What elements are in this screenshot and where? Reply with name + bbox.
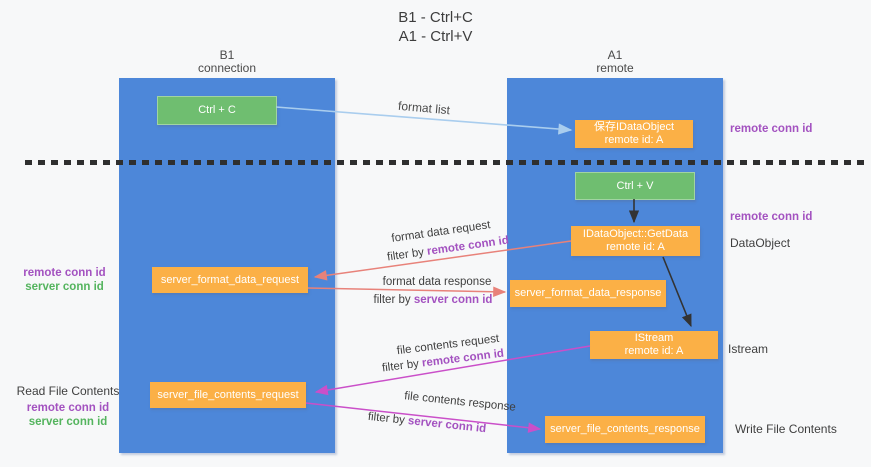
node-istream-line1: IStream [634,332,674,344]
node-ctrl-c-label: Ctrl + C [198,104,236,116]
node-server-format-data-response: server_format_data_response [510,280,666,307]
filter-by-text: filter by [381,357,423,375]
column-a1-name: A1 [607,48,623,62]
node-ctrl-v: Ctrl + V [575,172,695,200]
left-bottom-server-conn-id: server conn id [28,416,108,428]
node-getdata-line2: remote id: A [606,241,665,253]
node-istream: IStream remote id: A [590,331,718,359]
filter-by-text: filter by [386,245,428,264]
node-ctrl-c: Ctrl + C [157,96,277,125]
node-file-request-label: server_file_contents_request [157,388,299,401]
label-file-response-filter: filter by server conn id [367,411,486,435]
label-format-response-filter: filter by server conn id [374,294,493,306]
server-conn-id-key: server conn id [407,415,487,436]
left-mid-server-conn-id: server conn id [25,281,104,293]
title-line-a1: A1 - Ctrl+V [398,28,473,45]
column-a1-role: remote [596,61,634,75]
title-line-b1: B1 - Ctrl+C [398,9,473,26]
column-b1-name: B1 [219,48,235,62]
right-label-write-file-contents: Write File Contents [735,422,837,436]
filter-by-text: filter by [373,294,414,306]
node-server-file-contents-request: server_file_contents_request [150,382,306,408]
node-save-idataobject-line1: 保存IDataObject [593,121,675,133]
arrow-format-data-response [307,286,507,298]
right-label-remote-conn-id-mid: remote conn id [730,211,813,223]
label-format-data-response-text: format data response [382,276,492,288]
right-label-dataobject: DataObject [730,236,791,250]
left-label-read-file-contents: Read File Contents [16,384,120,398]
node-getdata-line1: IDataObject::GetData [582,228,689,240]
left-mid-remote-conn-id: remote conn id [23,267,106,279]
node-format-request-label: server_format_data_request [160,273,300,286]
node-save-idataobject-line2: remote id: A [604,134,664,146]
node-server-file-contents-response: server_file_contents_response [545,416,705,443]
column-header-b1: B1 connection [119,49,335,75]
diagram-title: B1 - Ctrl+C A1 - Ctrl+V [0,8,871,46]
filter-by-text: filter by [367,410,409,427]
label-file-contents-response-text: file contents response [403,390,517,414]
node-save-idataobject: 保存IDataObject remote id: A [575,120,693,148]
left-bottom-remote-conn-id: remote conn id [26,402,110,414]
node-istream-line2: remote id: A [624,345,684,357]
column-b1-role: connection [197,61,257,75]
node-idataobject-getdata: IDataObject::GetData remote id: A [571,226,700,256]
section-separator-dashed-line [25,160,866,165]
left-label-conn-ids-mid: remote conn id server conn id [8,266,121,294]
right-label-istream: Istream [728,342,769,356]
label-format-list-text: format list [397,98,451,118]
label-format-data-response: format data response [383,276,492,288]
column-header-a1: A1 remote [507,49,723,75]
right-label-remote-conn-id-top: remote conn id [730,123,813,135]
node-format-response-label: server_format_data_response [514,287,662,299]
label-format-list: format list [397,99,450,117]
label-file-contents-response: file contents response [404,390,517,414]
node-server-format-data-request: server_format_data_request [152,267,308,293]
node-ctrl-v-label: Ctrl + V [616,179,654,192]
server-conn-id-key: server conn id [413,294,493,306]
node-file-response-label: server_file_contents_response [550,423,700,435]
left-label-conn-ids-bottom: remote conn id server conn id [8,401,128,429]
